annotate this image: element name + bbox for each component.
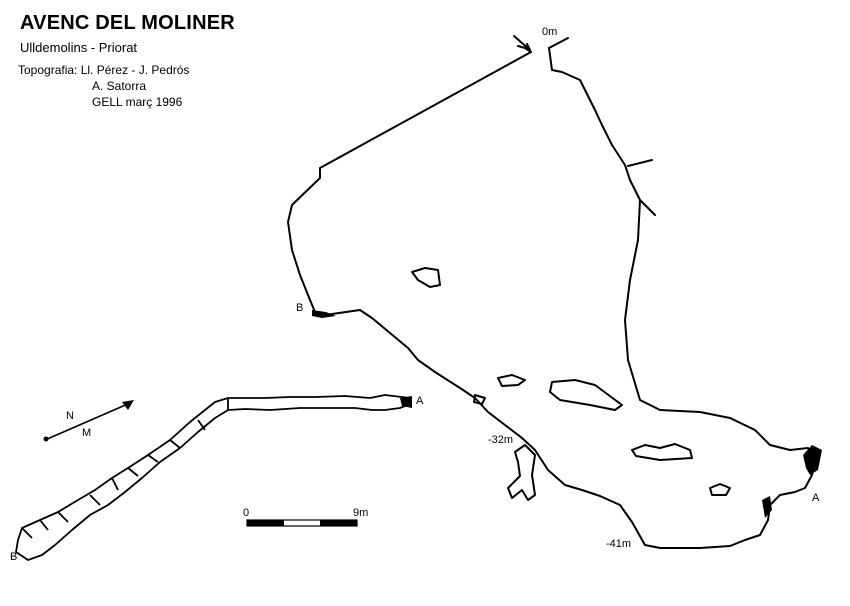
profile-marker-a bbox=[400, 396, 412, 408]
profile-section-b-label: B bbox=[10, 551, 18, 563]
plan-boulder-5 bbox=[709, 483, 731, 496]
authors-line-1: Ll. Pérez - J. Pedrós bbox=[80, 63, 190, 77]
depth-label-entrance: 0m bbox=[542, 26, 558, 38]
plan-entrance-crack bbox=[548, 37, 569, 49]
plan-outline-east-wall bbox=[548, 47, 816, 521]
north-label: N bbox=[66, 410, 74, 422]
plan-side-passage bbox=[507, 444, 536, 501]
survey-credits: Topografia: Ll. Pérez - J. Pedrós A. Sat… bbox=[18, 62, 189, 110]
plan-boulder-1 bbox=[411, 267, 441, 288]
magnetic-label: M bbox=[82, 427, 92, 439]
north-arrow bbox=[43, 400, 134, 442]
depth-label-32: -32m bbox=[488, 434, 514, 446]
plan-marker-a bbox=[803, 445, 822, 475]
scale-end-label: 9m bbox=[353, 507, 369, 519]
plan-boulder-4 bbox=[631, 443, 693, 461]
depth-label-41: -41m bbox=[606, 538, 632, 550]
plan-outline-west-wall bbox=[287, 35, 769, 549]
topography-label: Topografia: bbox=[18, 63, 78, 77]
survey-title: AVENC DEL MOLINER bbox=[20, 12, 235, 34]
plan-marker-b bbox=[312, 310, 336, 318]
club-date: GELL març 1996 bbox=[92, 95, 183, 109]
plan-section-b-label: B bbox=[296, 302, 304, 314]
plan-boulder-3 bbox=[549, 379, 623, 411]
credits-authors-row: Topografia: Ll. Pérez - J. Pedrós bbox=[18, 62, 189, 78]
plan-section-a-label: A bbox=[812, 492, 820, 504]
plan-boulder-6 bbox=[473, 394, 486, 405]
profile-section-dividers bbox=[21, 398, 229, 539]
authors-line-2: A. Satorra bbox=[92, 79, 147, 93]
scale-bar bbox=[246, 519, 358, 527]
profile-section-a-label: A bbox=[416, 395, 424, 407]
plan-east-spur bbox=[627, 159, 656, 216]
plan-marker-south bbox=[762, 496, 772, 518]
plan-boulder-2 bbox=[497, 374, 526, 387]
scale-start-label: 0 bbox=[243, 507, 250, 519]
survey-location: Ulldemolins - Priorat bbox=[20, 40, 138, 55]
profile-upper-wall bbox=[15, 394, 411, 561]
